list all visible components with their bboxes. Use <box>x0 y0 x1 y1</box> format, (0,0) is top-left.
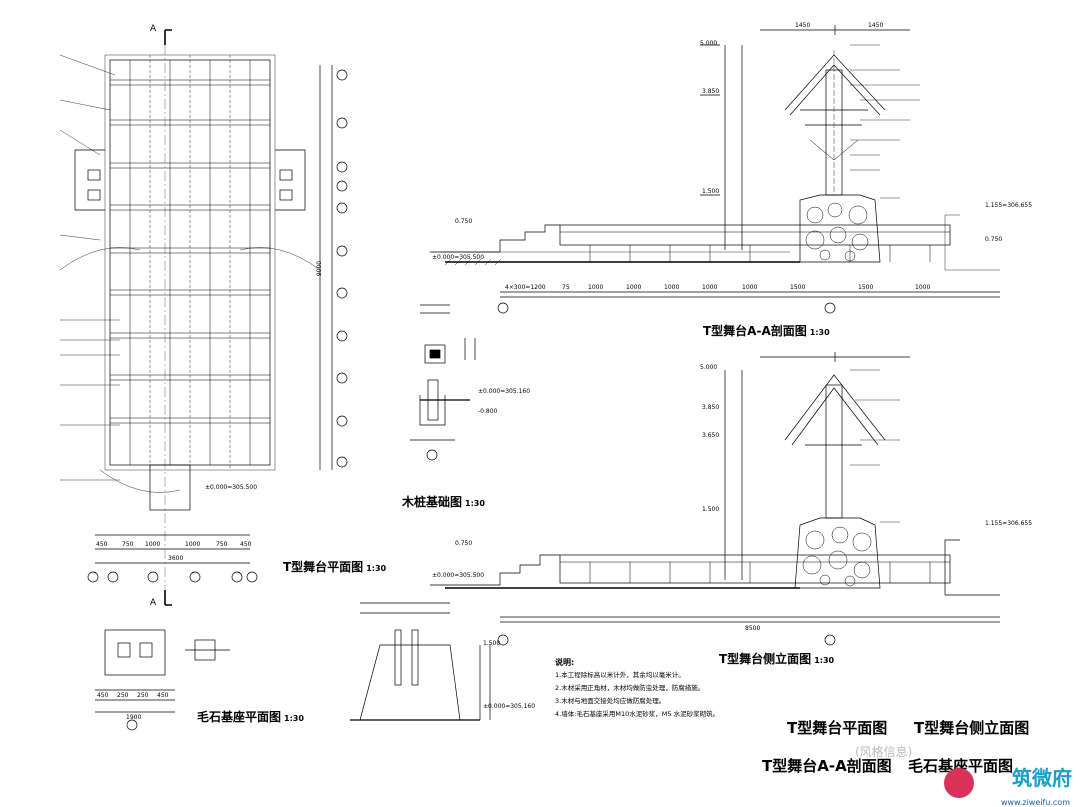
summary-line-2b: 毛石基座平面图 <box>908 757 1014 775</box>
base-total: 1900 <box>126 714 142 721</box>
plan-title-scale: 1:30 <box>366 564 387 573</box>
plan-dim-1: 450 <box>96 541 108 548</box>
section-level-7: 0.750 <box>985 236 1003 243</box>
elev-level-2: 3.850 <box>702 404 720 411</box>
elev-level-7: 1.155=306.655 <box>985 520 1033 527</box>
site-logo-icon <box>944 768 974 798</box>
base-title-text: 毛石基座平面图 <box>197 710 282 724</box>
section-dim-4: 1000 <box>626 284 642 291</box>
summary-line-1a: T型舞台平面图 <box>787 719 888 737</box>
section-dim-6: 1000 <box>702 284 718 291</box>
section-dim-8: 1500 <box>790 284 806 291</box>
section-dim-1: 4×300=1200 <box>505 284 546 291</box>
section-level-6: 1.155=306.655 <box>985 202 1033 209</box>
section-top-dim-2: 1450 <box>868 22 884 29</box>
section-top-dim-1: 1450 <box>795 22 811 29</box>
stage-plan <box>59 29 348 606</box>
base-title-scale: 1:30 <box>284 714 304 723</box>
pile-foundation <box>410 304 476 461</box>
elevation-title-text: T型舞台侧立面图 <box>719 652 812 666</box>
summary-line-2a: T型舞台A-A剖面图 <box>762 757 892 775</box>
section-dim-7: 1000 <box>742 284 758 291</box>
section-dim-2: 75 <box>562 284 570 291</box>
pile-elev-2: -0.800 <box>478 408 498 415</box>
base-dim-4: 450 <box>157 692 169 699</box>
elev-total: 8500 <box>745 625 761 632</box>
pile-title-text: 木桩基础图 <box>402 495 463 509</box>
section-level-3: 1.500 <box>702 188 720 195</box>
section-title-text: T型舞台A-A剖面图 <box>703 324 807 338</box>
section-level-1: 5.000 <box>700 40 718 47</box>
stone-base-section <box>350 602 491 721</box>
plan-elev-label: ±0.000=305.500 <box>205 484 258 491</box>
section-dim-5: 1000 <box>664 284 680 291</box>
elevation-title-scale: 1:30 <box>814 656 835 665</box>
section-dim-10: 1000 <box>915 284 931 291</box>
base-dim-2: 250 <box>117 692 129 699</box>
site-watermark: 筑微府 <box>1012 766 1072 790</box>
stage-section <box>430 25 1000 314</box>
summary-line-1b: T型舞台侧立面图 <box>914 719 1030 737</box>
plan-dim-5: 750 <box>216 541 228 548</box>
base-dim-1: 450 <box>97 692 109 699</box>
section-marker-top: A <box>150 24 157 34</box>
elev-level-6: ±0.000=305.500 <box>432 572 485 579</box>
design-notes: 说明: 1.本工程除标高以米计外，其余均以毫米计。 2.木材采用正角材，木材均做… <box>555 656 719 721</box>
note-item: 2.木材采用正角材，木材均做防虫处理，防腐措施。 <box>555 684 705 692</box>
base-dim-3: 250 <box>137 692 149 699</box>
base-sec-level-2: ±0.000=305.160 <box>483 703 536 710</box>
stone-base-plan <box>95 629 230 731</box>
plan-total-bottom: 3600 <box>168 555 184 562</box>
section-level-2: 3.850 <box>702 88 720 95</box>
section-title-scale: 1:30 <box>809 328 830 337</box>
plan-total-right: 9000 <box>316 260 324 277</box>
pile-elev-1: ±0.000=305.160 <box>478 388 531 395</box>
plan-title-text: T型舞台平面图 <box>283 560 364 574</box>
plan-dim-3: 1000 <box>145 541 161 548</box>
section-marker-bottom: A <box>150 598 157 608</box>
elev-level-1: 5.000 <box>700 364 718 371</box>
ghost-watermark: (风格信息) <box>855 745 913 759</box>
elev-level-4: 1.500 <box>702 506 720 513</box>
section-level-5: ±0.000=305.500 <box>432 254 485 261</box>
notes-title: 说明: <box>555 658 575 667</box>
elev-level-5: 0.750 <box>455 540 473 547</box>
note-item: 1.本工程除标高以米计外，其余均以毫米计。 <box>555 671 685 679</box>
elev-level-3: 3.650 <box>702 432 720 439</box>
section-dim-3: 1000 <box>588 284 604 291</box>
note-item: 3.木材与地面交接处均应做防腐处理。 <box>555 697 666 705</box>
section-dim-9: 1500 <box>858 284 874 291</box>
base-sec-level-1: 1.500 <box>483 640 501 647</box>
plan-dim-4: 1000 <box>185 541 201 548</box>
section-level-4: 0.750 <box>455 218 473 225</box>
stage-elevation <box>430 352 1000 646</box>
plan-dim-6: 450 <box>240 541 252 548</box>
plan-dim-2: 750 <box>122 541 134 548</box>
pile-title-scale: 1:30 <box>465 499 485 508</box>
site-url: www.ziweifu.com <box>1000 798 1070 807</box>
note-item: 4.墙体:毛石基座采用M10水泥砂浆，M5 水泥砂浆砌筑。 <box>555 710 720 718</box>
